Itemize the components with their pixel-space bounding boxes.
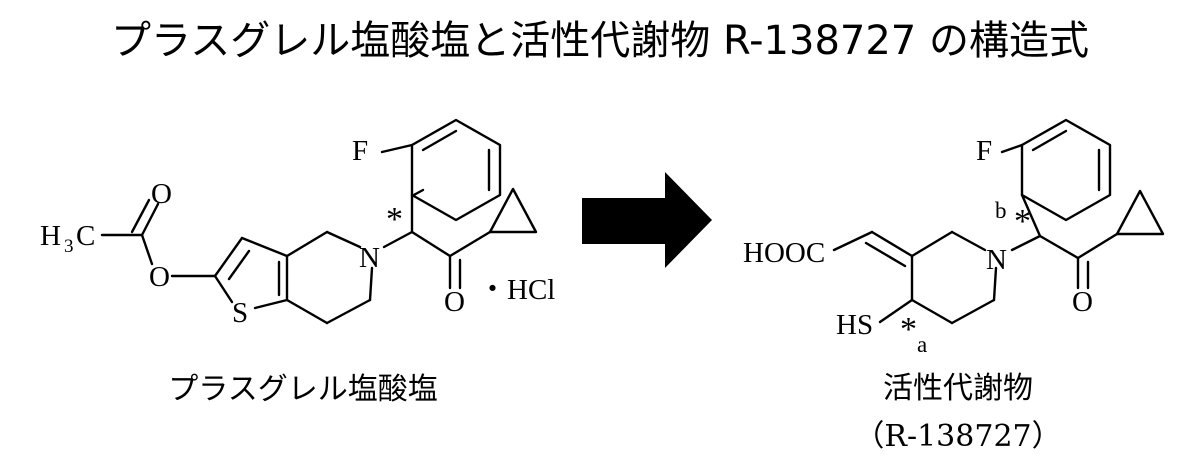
right-ch-cooh-bond bbox=[832, 230, 874, 252]
left-thiophene-ring bbox=[213, 236, 289, 310]
left-atom-f: F bbox=[352, 135, 368, 167]
left-co-cyclopropyl-bond bbox=[448, 230, 492, 258]
left-atom-o-carbonyl: O bbox=[151, 178, 172, 210]
left-fluorophenyl-ring bbox=[410, 118, 502, 222]
right-alkene-bond bbox=[870, 230, 914, 258]
prasugrel-structure: F O H 3 C O S N O * ・HCl プラスグレル塩酸塩 bbox=[40, 118, 555, 407]
right-atom-f: F bbox=[976, 135, 992, 167]
right-c-sh-bond bbox=[878, 298, 914, 324]
right-ch-co-bond bbox=[1038, 234, 1080, 260]
right-chiral-star-b: * bbox=[1014, 203, 1031, 240]
left-cyclopropyl bbox=[488, 187, 538, 234]
right-ring-ch-bond bbox=[1020, 193, 1042, 238]
reaction-arrow bbox=[582, 172, 712, 268]
right-atom-n: N bbox=[986, 244, 1007, 276]
right-cyclopropyl bbox=[1115, 189, 1165, 236]
left-salt-label: ・HCl bbox=[478, 274, 555, 306]
right-caption-code: （R-138727） bbox=[854, 419, 1061, 454]
left-atom-n: N bbox=[359, 242, 380, 274]
left-atom-h3-subscript: 3 bbox=[64, 236, 74, 257]
page-title: プラスグレル塩酸塩と活性代謝物 R-138727 の構造式 bbox=[111, 18, 1089, 64]
left-tetrahydropyridine-ring bbox=[285, 230, 374, 325]
left-atom-o-ketone: O bbox=[444, 286, 465, 318]
right-chiral-star-a: * bbox=[900, 311, 917, 348]
right-atom-o-ketone: O bbox=[1072, 286, 1093, 318]
right-atom-sh: HS bbox=[836, 309, 873, 341]
right-co-cyclopropyl-bond bbox=[1076, 232, 1119, 260]
left-ch-co-bond bbox=[410, 230, 452, 258]
left-atom-o-ester: O bbox=[149, 261, 170, 293]
left-acyl-co-bond bbox=[140, 202, 160, 237]
r138727-structure: F HOOC N HS O b * * a 活性代謝物 （R-138727） bbox=[743, 118, 1165, 454]
right-atom-cooh: HOOC bbox=[743, 237, 825, 269]
right-ch-n-bond bbox=[1010, 234, 1042, 252]
left-atom-s: S bbox=[232, 297, 248, 329]
left-chiral-star: * bbox=[386, 201, 403, 238]
left-atom-h: H bbox=[40, 220, 61, 252]
right-caption-name: 活性代謝物 bbox=[883, 371, 1033, 406]
left-ch-n-bond bbox=[382, 230, 414, 249]
right-fluorophenyl-ring bbox=[1020, 118, 1112, 222]
right-cf-bond bbox=[1000, 143, 1024, 154]
left-oester-c-bond bbox=[140, 233, 154, 266]
right-chiral-label-a: a bbox=[917, 332, 927, 357]
right-chiral-label-b: b bbox=[995, 198, 1007, 223]
right-piperidine-ring bbox=[910, 230, 998, 325]
left-caption: プラスグレル塩酸塩 bbox=[168, 372, 437, 407]
left-atom-c: C bbox=[76, 220, 95, 252]
left-cf-bond bbox=[380, 143, 414, 154]
